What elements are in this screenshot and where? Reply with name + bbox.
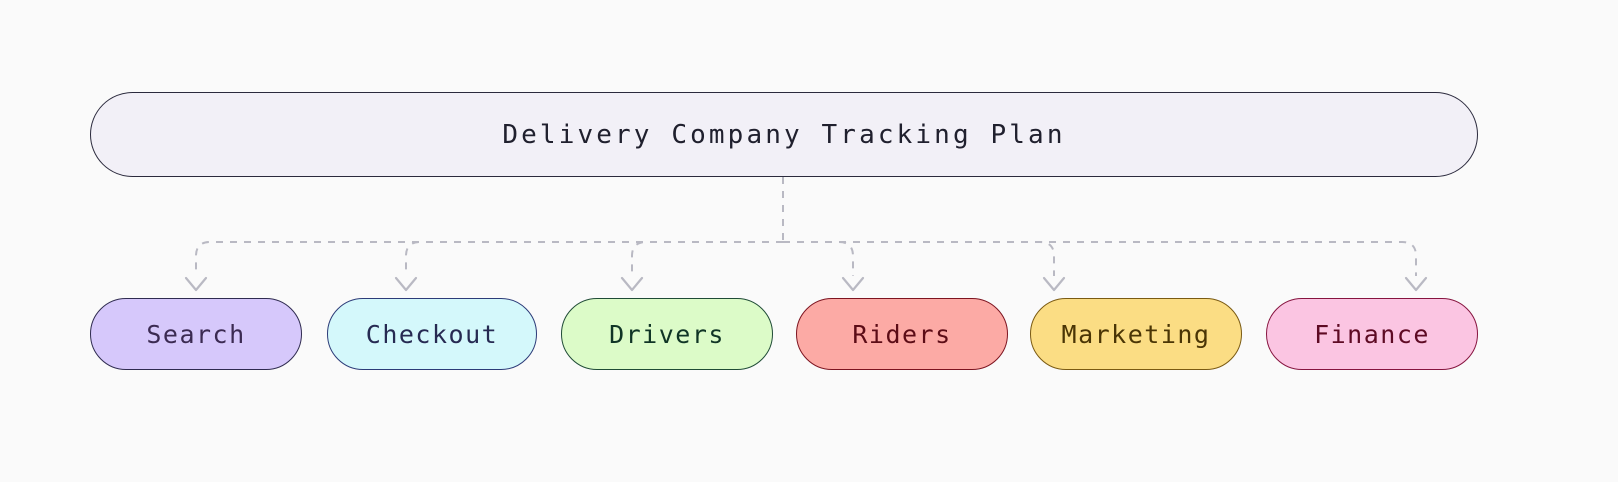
arrowhead-finance — [1404, 276, 1428, 292]
child-node-label: Search — [146, 319, 246, 349]
child-node-checkout[interactable]: Checkout — [327, 298, 537, 370]
edge-to-drivers — [631, 241, 783, 276]
edge-to-marketing — [783, 241, 1055, 276]
edge-to-checkout — [405, 241, 783, 276]
child-node-marketing[interactable]: Marketing — [1030, 298, 1242, 370]
child-node-label: Finance — [1314, 319, 1430, 349]
child-node-riders[interactable]: Riders — [796, 298, 1008, 370]
root-node[interactable]: Delivery Company Tracking Plan — [90, 92, 1478, 177]
child-node-drivers[interactable]: Drivers — [561, 298, 773, 370]
arrowhead-checkout — [394, 276, 418, 292]
arrowhead-drivers — [620, 276, 644, 292]
child-node-search[interactable]: Search — [90, 298, 302, 370]
edge-to-search — [195, 241, 783, 276]
root-node-label: Delivery Company Tracking Plan — [502, 119, 1066, 150]
child-node-label: Checkout — [365, 319, 499, 349]
child-node-label: Riders — [852, 319, 952, 349]
child-node-finance[interactable]: Finance — [1266, 298, 1478, 370]
arrowhead-riders — [841, 276, 865, 292]
child-node-label: Marketing — [1061, 319, 1211, 349]
arrowhead-marketing — [1042, 276, 1066, 292]
edge-to-finance — [783, 241, 1417, 276]
child-node-label: Drivers — [609, 319, 725, 349]
edge-to-riders — [783, 241, 854, 276]
arrowhead-search — [184, 276, 208, 292]
